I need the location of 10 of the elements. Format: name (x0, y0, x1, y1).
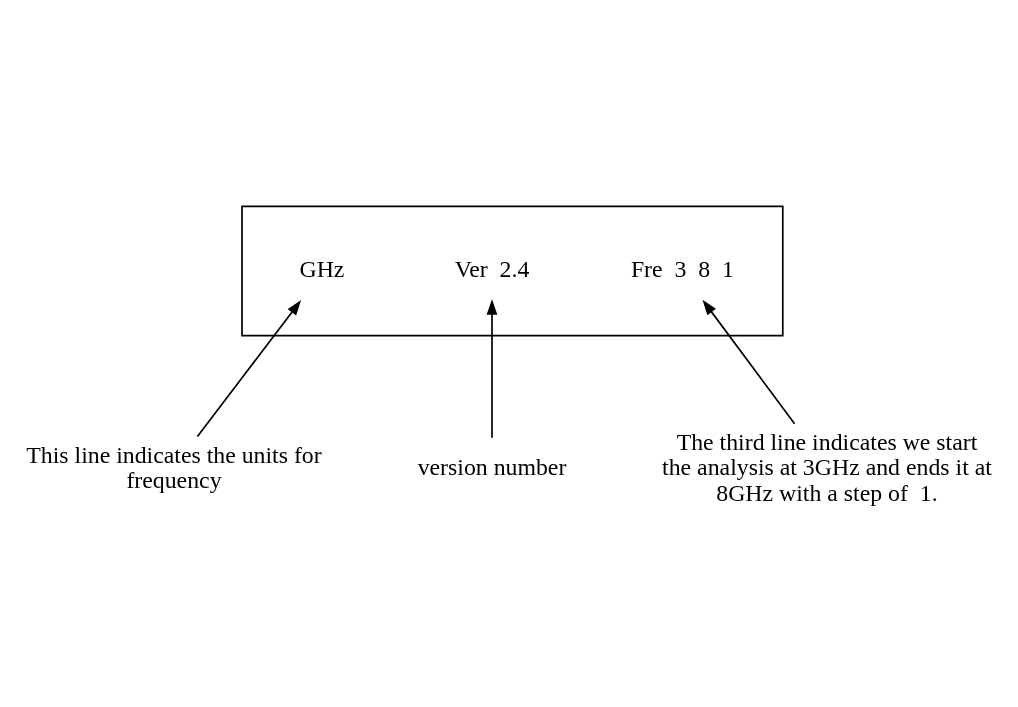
node-text: Fre 3 8 1 (630, 256, 735, 283)
arrow (486, 299, 498, 439)
arrow (702, 299, 796, 425)
node-text: The third line indicates we start the analysis at 3GHz and ends it at 8GHz with a step of 1. (662, 428, 992, 506)
node-text: GHz (299, 256, 345, 283)
node-text: Ver 2.4 (454, 256, 530, 283)
cluster (241, 205, 784, 337)
arrow (196, 300, 302, 438)
node-text: version number (417, 454, 567, 481)
node-text: This line indicates the units for frequency (26, 441, 322, 494)
